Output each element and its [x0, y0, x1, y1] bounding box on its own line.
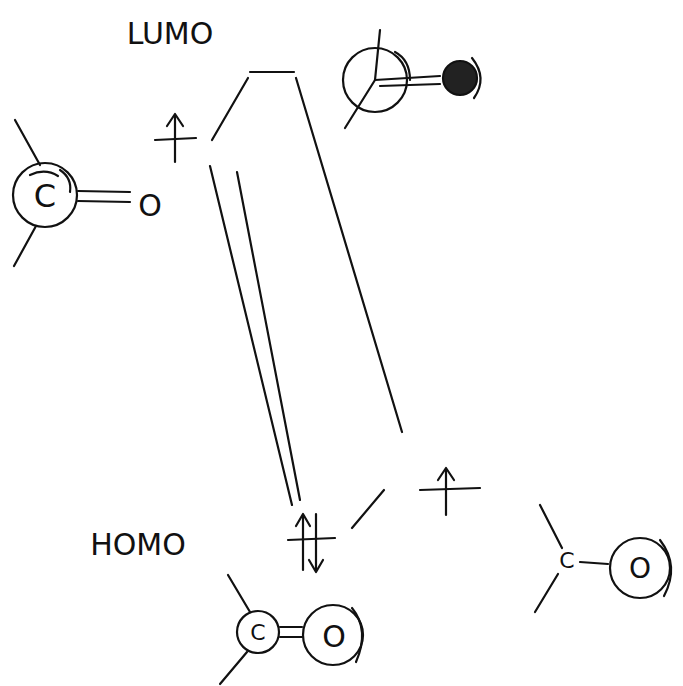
atom-symbol: O — [322, 622, 346, 652]
orbital-right — [535, 505, 671, 612]
energy-levels — [210, 72, 480, 528]
atom-symbol: C — [559, 550, 574, 572]
atom-symbol: O — [138, 191, 162, 221]
orbital-label: HOMO — [90, 530, 186, 560]
atom-symbol: O — [629, 555, 651, 583]
electron-arrows — [155, 114, 454, 572]
orbital-homo — [220, 575, 363, 684]
atom-symbol: C — [250, 622, 265, 644]
orbital-lumo — [343, 30, 481, 128]
orbital-left — [13, 120, 130, 266]
orbital-label: LUMO — [127, 19, 214, 49]
atom-symbol: C — [34, 180, 56, 212]
